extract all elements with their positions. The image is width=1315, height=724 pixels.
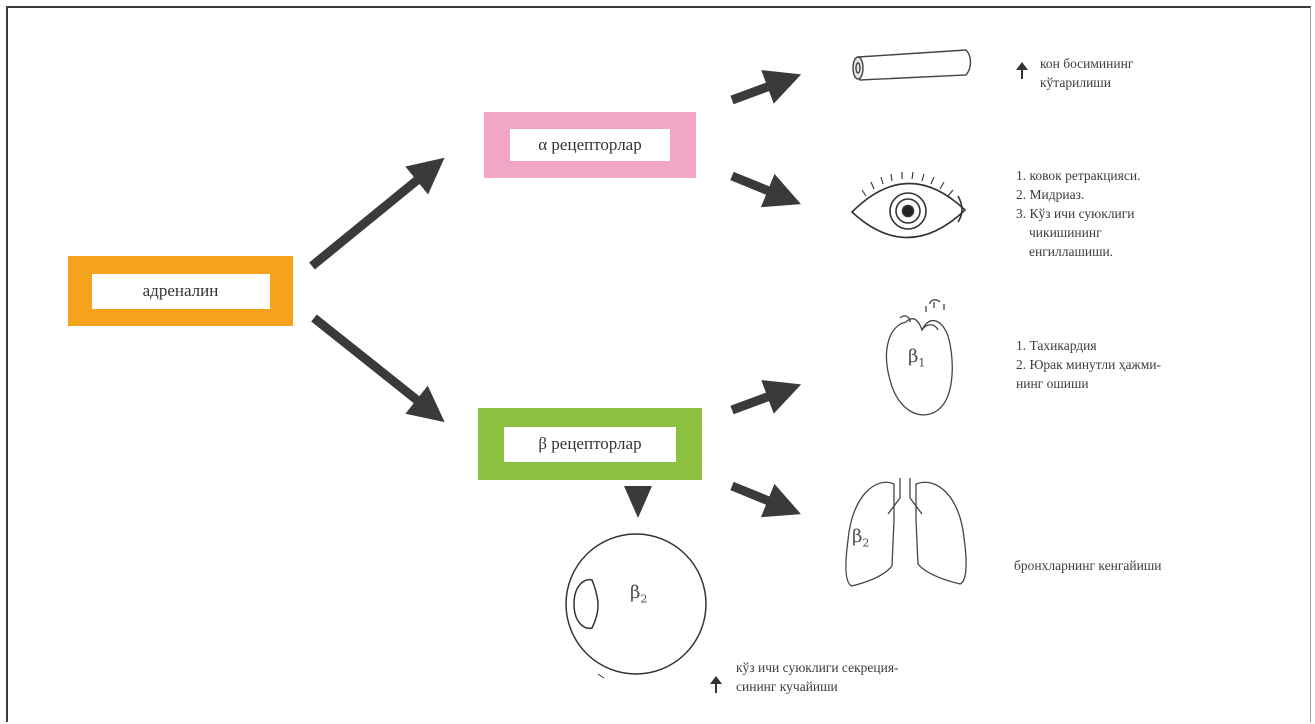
- arrow-beta-to-eyeball: [624, 486, 652, 518]
- arrow-alpha-to-eye: [730, 171, 802, 208]
- eye-icon: [850, 171, 967, 239]
- effect-vessel-text: кон босимининг кўтарилиши: [1040, 56, 1134, 90]
- effect-lungs-text: бронхларнинг кенгайиши: [1014, 558, 1162, 573]
- adrenalin-label: адреналин: [91, 273, 270, 309]
- effect-eyeball-text: кўз ичи суюклиги секреция- сининг кучайи…: [736, 660, 899, 694]
- beta-receptors-label: β рецепторлар: [504, 426, 676, 462]
- increase-arrow-icon-eyeball: [710, 676, 722, 693]
- beta2-symbol-lungs: β2: [852, 526, 870, 550]
- beta2-symbol-eyeball: β2: [630, 582, 648, 606]
- alpha-receptors-box: α рецепторлар: [484, 112, 696, 178]
- eyeball-icon: [565, 533, 707, 679]
- heart-icon: [885, 299, 953, 416]
- effect-heart-text: 1. Тахикардия 2. Юрак минутли ҳажми- нин…: [1016, 338, 1162, 391]
- increase-arrow-icon-vessel: [1016, 62, 1028, 79]
- arrow-beta-to-heart: [730, 379, 802, 415]
- beta-receptors-box: β рецепторлар: [478, 408, 702, 480]
- figure-frame: [6, 6, 1311, 722]
- adrenalin-box: адреналин: [68, 256, 293, 326]
- arrow-alpha-to-vessel: [730, 69, 802, 105]
- effect-eye-text: 1. ковок ретракцияси. 2. Мидриаз. 3. Кўз…: [1016, 168, 1141, 259]
- arrow-beta-to-lungs: [730, 481, 802, 518]
- arrow-adrenalin-to-alpha: [309, 157, 445, 270]
- beta1-symbol-heart: β1: [908, 346, 926, 370]
- blood-vessel-icon: [852, 49, 972, 81]
- alpha-receptors-label: α рецепторлар: [510, 129, 670, 161]
- arrow-adrenalin-to-beta: [311, 314, 445, 423]
- lungs-icon: [845, 478, 967, 587]
